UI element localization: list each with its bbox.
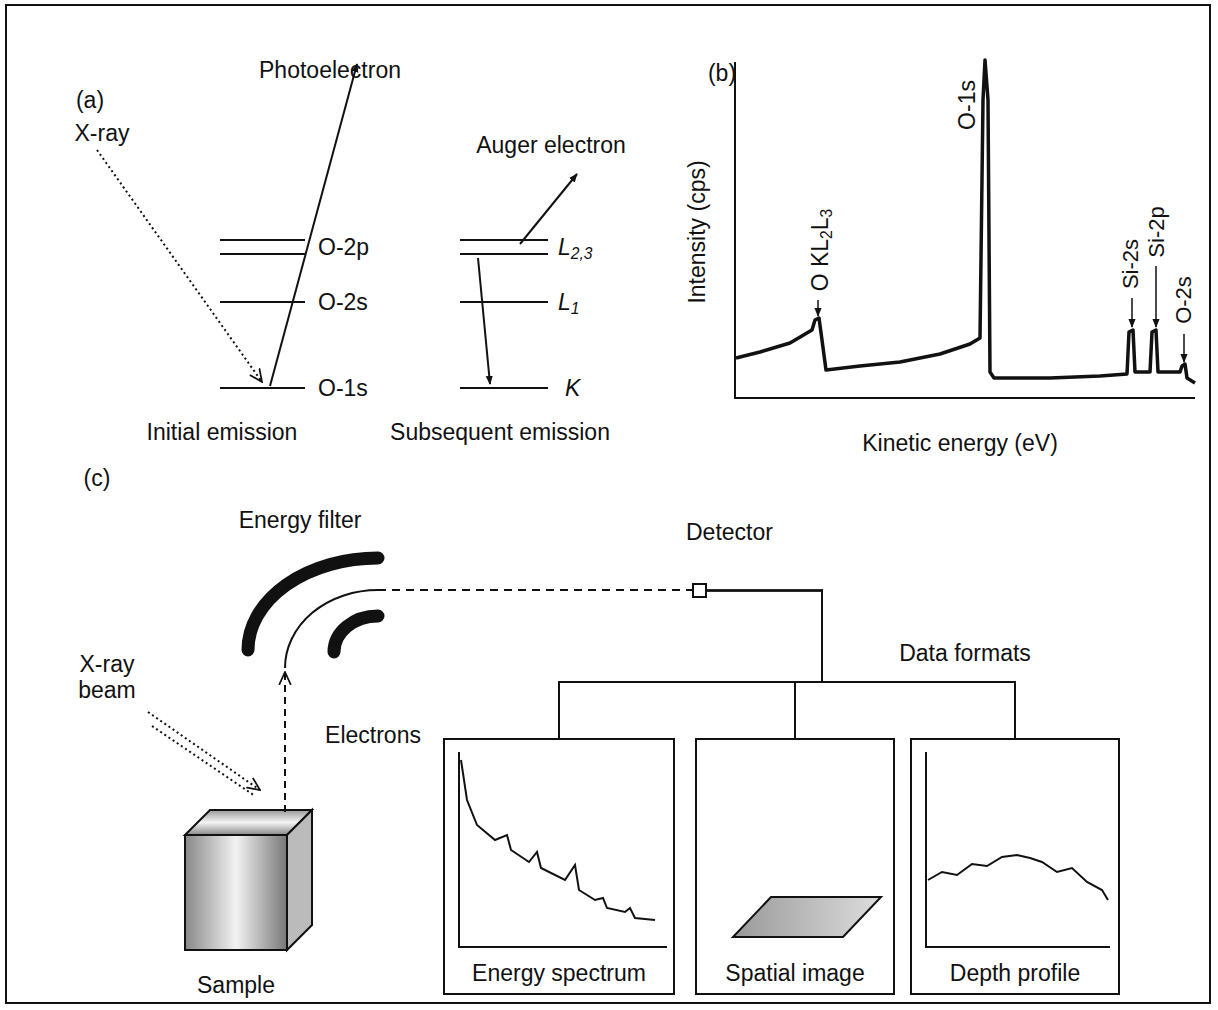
peak-label: O KL2L3	[807, 209, 833, 292]
peak-label: Si-2s	[1118, 239, 1143, 289]
arrow-label: Auger electron	[476, 132, 626, 158]
level-label: O-2s	[318, 289, 368, 315]
arrow-label: Photoelectron	[259, 57, 401, 83]
part-label: Sample	[197, 972, 275, 998]
format-icon	[912, 740, 1118, 993]
transition-arrows	[97, 64, 577, 386]
panel-letter: (a)	[76, 87, 104, 113]
format-icon	[697, 740, 893, 993]
data-format-box: Spatial image	[695, 738, 895, 995]
electron-path	[378, 589, 692, 591]
axis-label: Kinetic energy (eV)	[862, 430, 1058, 456]
format-icon	[445, 740, 673, 993]
connector-line	[559, 591, 822, 739]
plot-axes	[735, 62, 1195, 398]
node-text: Spatial image	[723, 960, 866, 987]
panel-letter: (c)	[84, 465, 111, 491]
energy-levels	[220, 240, 548, 388]
panel-letter: (b)	[708, 60, 736, 86]
energy-filter	[248, 558, 378, 668]
level-label: O-1s	[318, 375, 368, 401]
part-label: Energy filter	[239, 507, 362, 533]
beam-label: X-ray beam	[67, 651, 147, 704]
detector-box: Detector	[692, 583, 707, 598]
arrow-label: X-ray	[75, 120, 130, 146]
connector-line	[707, 591, 822, 739]
group-label: Data formats	[899, 640, 1031, 666]
data-format-box: Energy spectrum	[443, 738, 675, 995]
level-label: L2,3	[558, 234, 593, 260]
caption-label: Initial emission	[147, 419, 298, 445]
node-text: Detector	[686, 519, 773, 546]
node-text: Depth profile	[948, 960, 1082, 987]
x-ray-beam	[148, 712, 260, 796]
peak-label: O-1s	[954, 80, 980, 130]
electron-label: Electrons	[325, 722, 421, 748]
peak-label: O-2s	[1171, 276, 1196, 324]
peak-label: Si-2p	[1144, 206, 1169, 257]
data-format-box: Depth profile	[910, 738, 1120, 995]
electron-path	[284, 672, 286, 812]
axis-label: Intensity (cps)	[684, 160, 710, 303]
caption-label: Subsequent emission	[390, 419, 610, 445]
sample-cube	[185, 810, 312, 950]
node-text: Energy spectrum	[470, 960, 648, 987]
level-label: K	[565, 375, 580, 401]
level-label: L1	[558, 289, 580, 315]
level-label: O-2p	[318, 234, 369, 260]
spectrum-curve	[736, 60, 1195, 383]
